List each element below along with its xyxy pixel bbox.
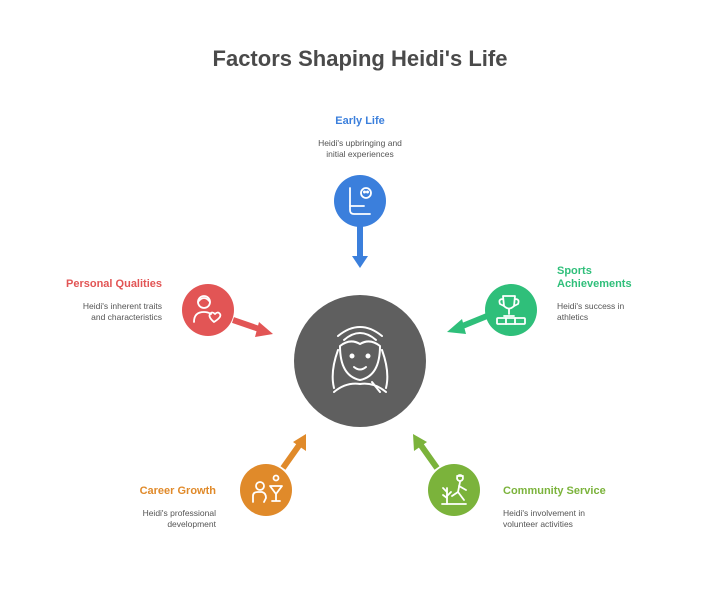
- node-personal: [182, 284, 234, 336]
- heidi-portrait-icon: [331, 326, 389, 393]
- child-seat-icon: [349, 187, 372, 215]
- personal-description: Heidi's inherent traits and characterist…: [82, 301, 162, 322]
- arrow-community: [413, 434, 440, 470]
- community-title: Community Service: [503, 485, 606, 497]
- center-node: [294, 295, 426, 427]
- person-heart-icon: [193, 295, 222, 323]
- sports-description: Heidi's success in athletics: [557, 301, 625, 322]
- early-life-title: Early Life: [335, 115, 385, 127]
- trophy-icon: [496, 295, 526, 325]
- sports-title: Sports Achievements: [557, 265, 632, 290]
- community-description: Heidi's involvement in volunteer activit…: [503, 508, 585, 529]
- person-trophy-icon: [252, 474, 283, 503]
- career-title: Career Growth: [139, 485, 216, 497]
- personal-title: Personal Qualities: [66, 278, 162, 290]
- arrow-early-life: [352, 226, 368, 268]
- node-community: [428, 464, 480, 516]
- arrow-sports: [447, 313, 489, 334]
- career-description: Heidi's professional development: [142, 508, 216, 529]
- node-career: [240, 464, 292, 516]
- page-title: Factors Shaping Heidi's Life: [212, 46, 508, 71]
- volunteer-planting-icon: [441, 474, 467, 505]
- early-life-description: Heidi's upbringing and initial experienc…: [318, 138, 402, 159]
- arrow-personal: [232, 317, 273, 337]
- node-early-life: [334, 175, 386, 227]
- arrow-career: [280, 434, 306, 470]
- node-sports: [485, 284, 537, 336]
